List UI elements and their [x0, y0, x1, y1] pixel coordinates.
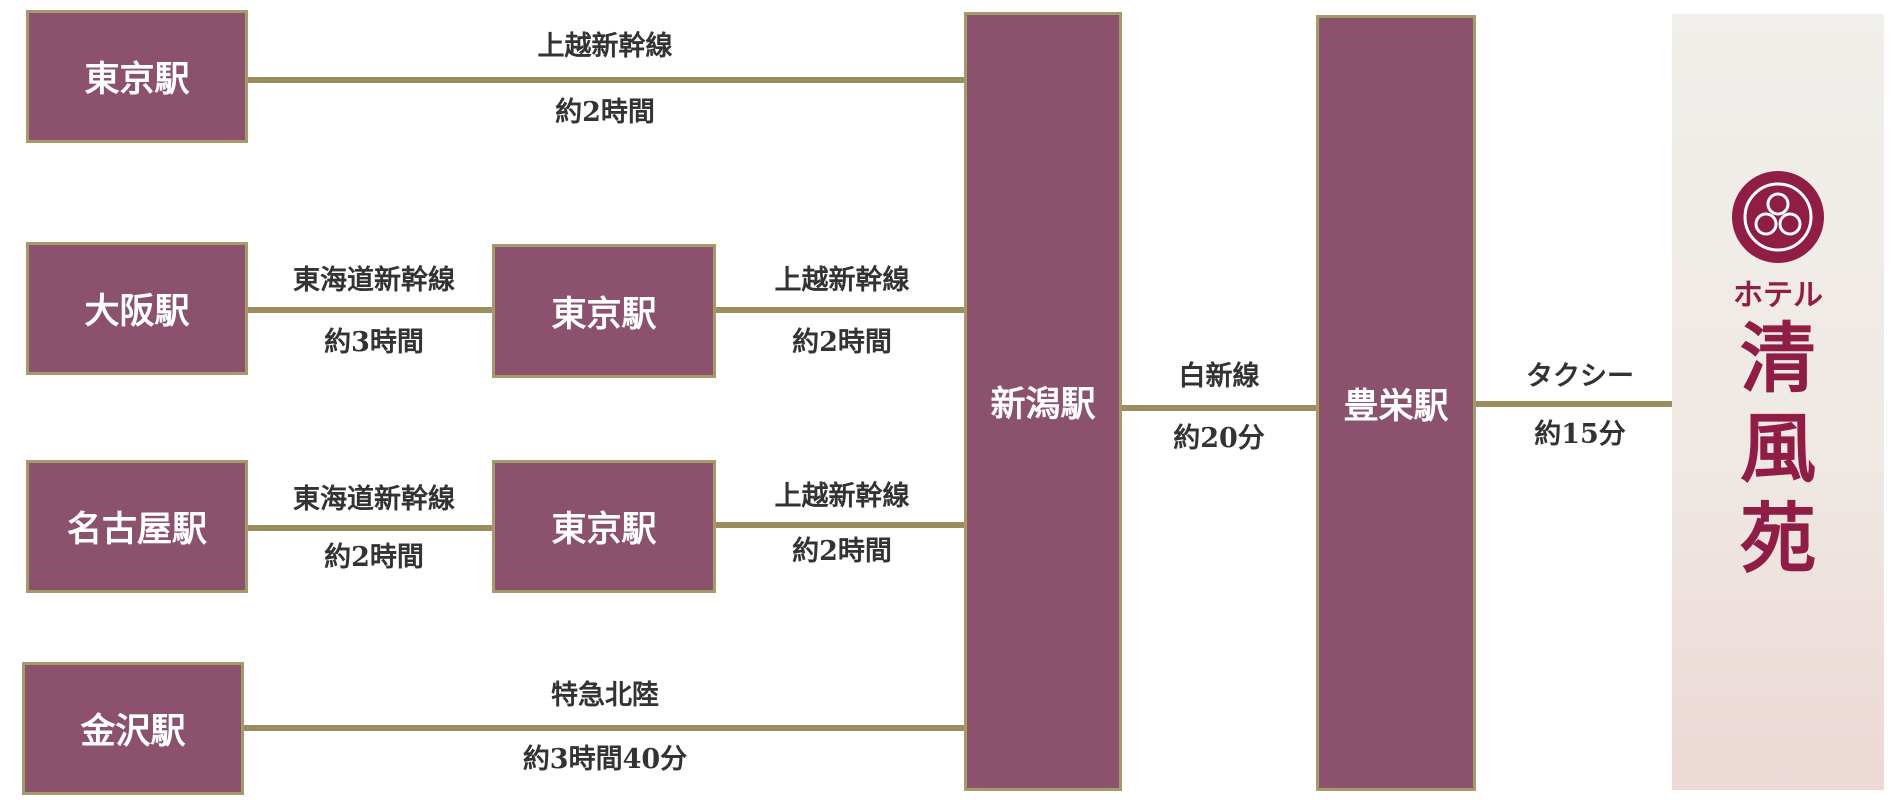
hotel-panel: ホテル 清風苑	[1672, 14, 1884, 790]
label-time-hakushin: 約20分	[1173, 423, 1265, 454]
station-tokyo: 東京駅	[26, 10, 248, 143]
label-line-osaka-1: 東海道新幹線	[293, 265, 455, 296]
station-toyosaka: 豊栄駅	[1316, 15, 1476, 791]
route-line-nagoya-1	[246, 525, 494, 531]
route-line-osaka-1	[246, 307, 494, 313]
label-time-osaka-2: 約2時間	[792, 327, 892, 358]
station-nagoya: 名古屋駅	[26, 460, 248, 593]
route-line-nagoya-2	[714, 522, 966, 528]
label-line-kanazawa: 特急北陸	[551, 680, 659, 711]
label-line-taxi: タクシー	[1526, 361, 1634, 392]
label-line-nagoya-1: 東海道新幹線	[293, 484, 455, 515]
route-line-osaka-2	[714, 307, 966, 313]
route-line-tokyo	[246, 77, 966, 83]
hotel-prefix: ホテル	[1733, 278, 1823, 313]
label-line-tokyo: 上越新幹線	[537, 31, 673, 62]
label-line-hakushin: 白新線	[1178, 361, 1260, 392]
station-osaka: 大阪駅	[26, 242, 248, 375]
hotel-crest-icon	[1732, 171, 1824, 263]
label-time-nagoya-1: 約2時間	[324, 542, 424, 573]
label-time-nagoya-2: 約2時間	[792, 536, 892, 567]
route-line-kanazawa	[242, 725, 966, 731]
label-time-tokyo: 約2時間	[555, 97, 655, 128]
station-kanazawa: 金沢駅	[22, 662, 244, 795]
station-niigata: 新潟駅	[964, 12, 1122, 791]
label-time-taxi: 約15分	[1534, 419, 1626, 450]
label-line-nagoya-2: 上越新幹線	[774, 481, 910, 512]
route-line-taxi	[1474, 401, 1672, 407]
label-time-osaka-1: 約3時間	[324, 327, 424, 358]
hotel-name: 清風苑	[1740, 314, 1816, 583]
label-line-osaka-2: 上越新幹線	[774, 265, 910, 296]
station-tokyo-via-nagoya: 東京駅	[492, 460, 716, 593]
station-tokyo-via-osaka: 東京駅	[492, 244, 716, 378]
label-time-kanazawa: 約3時間40分	[522, 744, 688, 775]
route-line-hakushin	[1120, 405, 1318, 411]
